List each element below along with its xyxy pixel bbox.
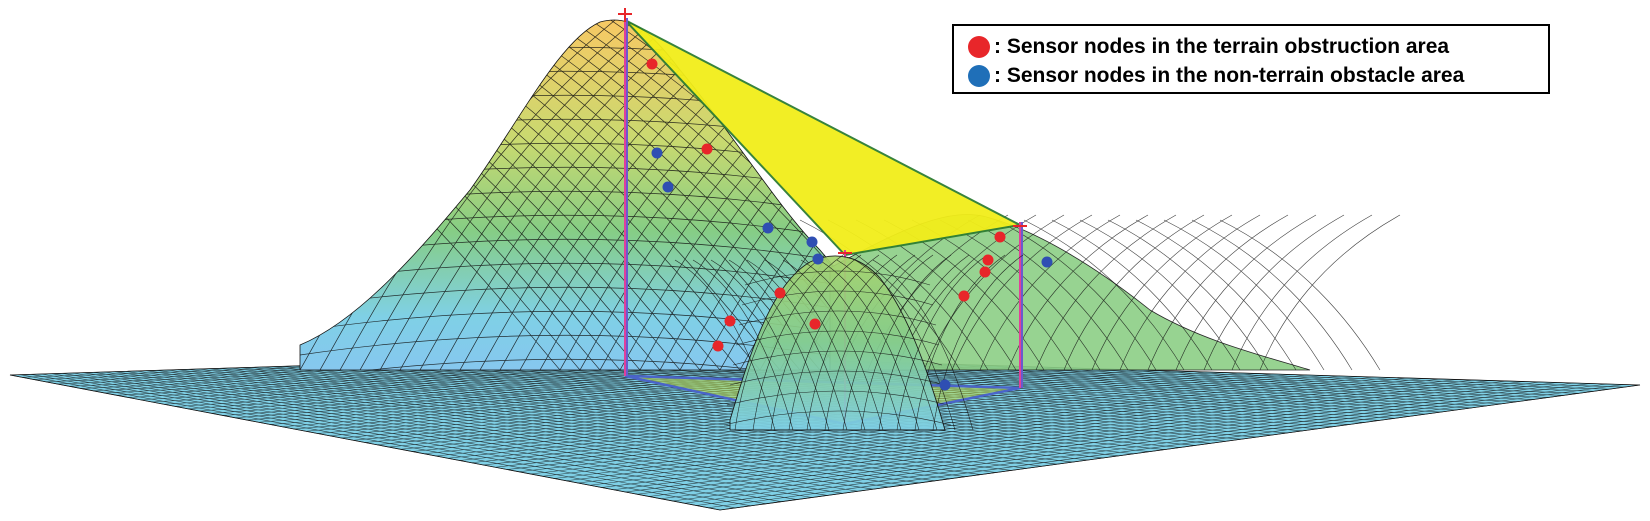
legend-item-non-terrain-obstacle: : Sensor nodes in the non-terrain obstac… bbox=[968, 61, 1548, 90]
red-dot-icon bbox=[968, 35, 990, 58]
legend-label-non-terrain-obstacle: : Sensor nodes in the non-terrain obstac… bbox=[994, 63, 1465, 87]
red-sensor-node bbox=[712, 340, 724, 352]
blue-sensor-node bbox=[939, 379, 951, 391]
blue-sensor-node bbox=[762, 222, 774, 234]
blue-sensor-node bbox=[662, 181, 674, 193]
red-sensor-node bbox=[724, 315, 736, 327]
yellow-triangle-plane bbox=[624, 19, 1024, 257]
red-sensor-node bbox=[809, 318, 821, 330]
red-sensor-node bbox=[701, 143, 713, 155]
blue-sensor-node bbox=[1041, 256, 1053, 268]
blue-dot-icon bbox=[968, 64, 990, 87]
red-sensor-node bbox=[979, 266, 991, 278]
red-sensor-node bbox=[982, 254, 994, 266]
sensor-nodes bbox=[646, 58, 1053, 391]
blue-sensor-node bbox=[812, 253, 824, 265]
blue-sensor-node bbox=[806, 236, 818, 248]
red-sensor-node bbox=[994, 231, 1006, 243]
legend-box: : Sensor nodes in the terrain obstructio… bbox=[952, 24, 1550, 94]
small-front-hill-surface bbox=[674, 254, 1024, 431]
legend-label-terrain-obstruction: : Sensor nodes in the terrain obstructio… bbox=[994, 34, 1450, 58]
legend-item-terrain-obstruction: : Sensor nodes in the terrain obstructio… bbox=[968, 32, 1548, 61]
right-hill-surface bbox=[799, 214, 1401, 371]
red-sensor-node bbox=[774, 287, 786, 299]
red-sensor-node bbox=[958, 290, 970, 302]
red-sensor-node bbox=[646, 58, 658, 70]
blue-sensor-node bbox=[651, 147, 663, 159]
